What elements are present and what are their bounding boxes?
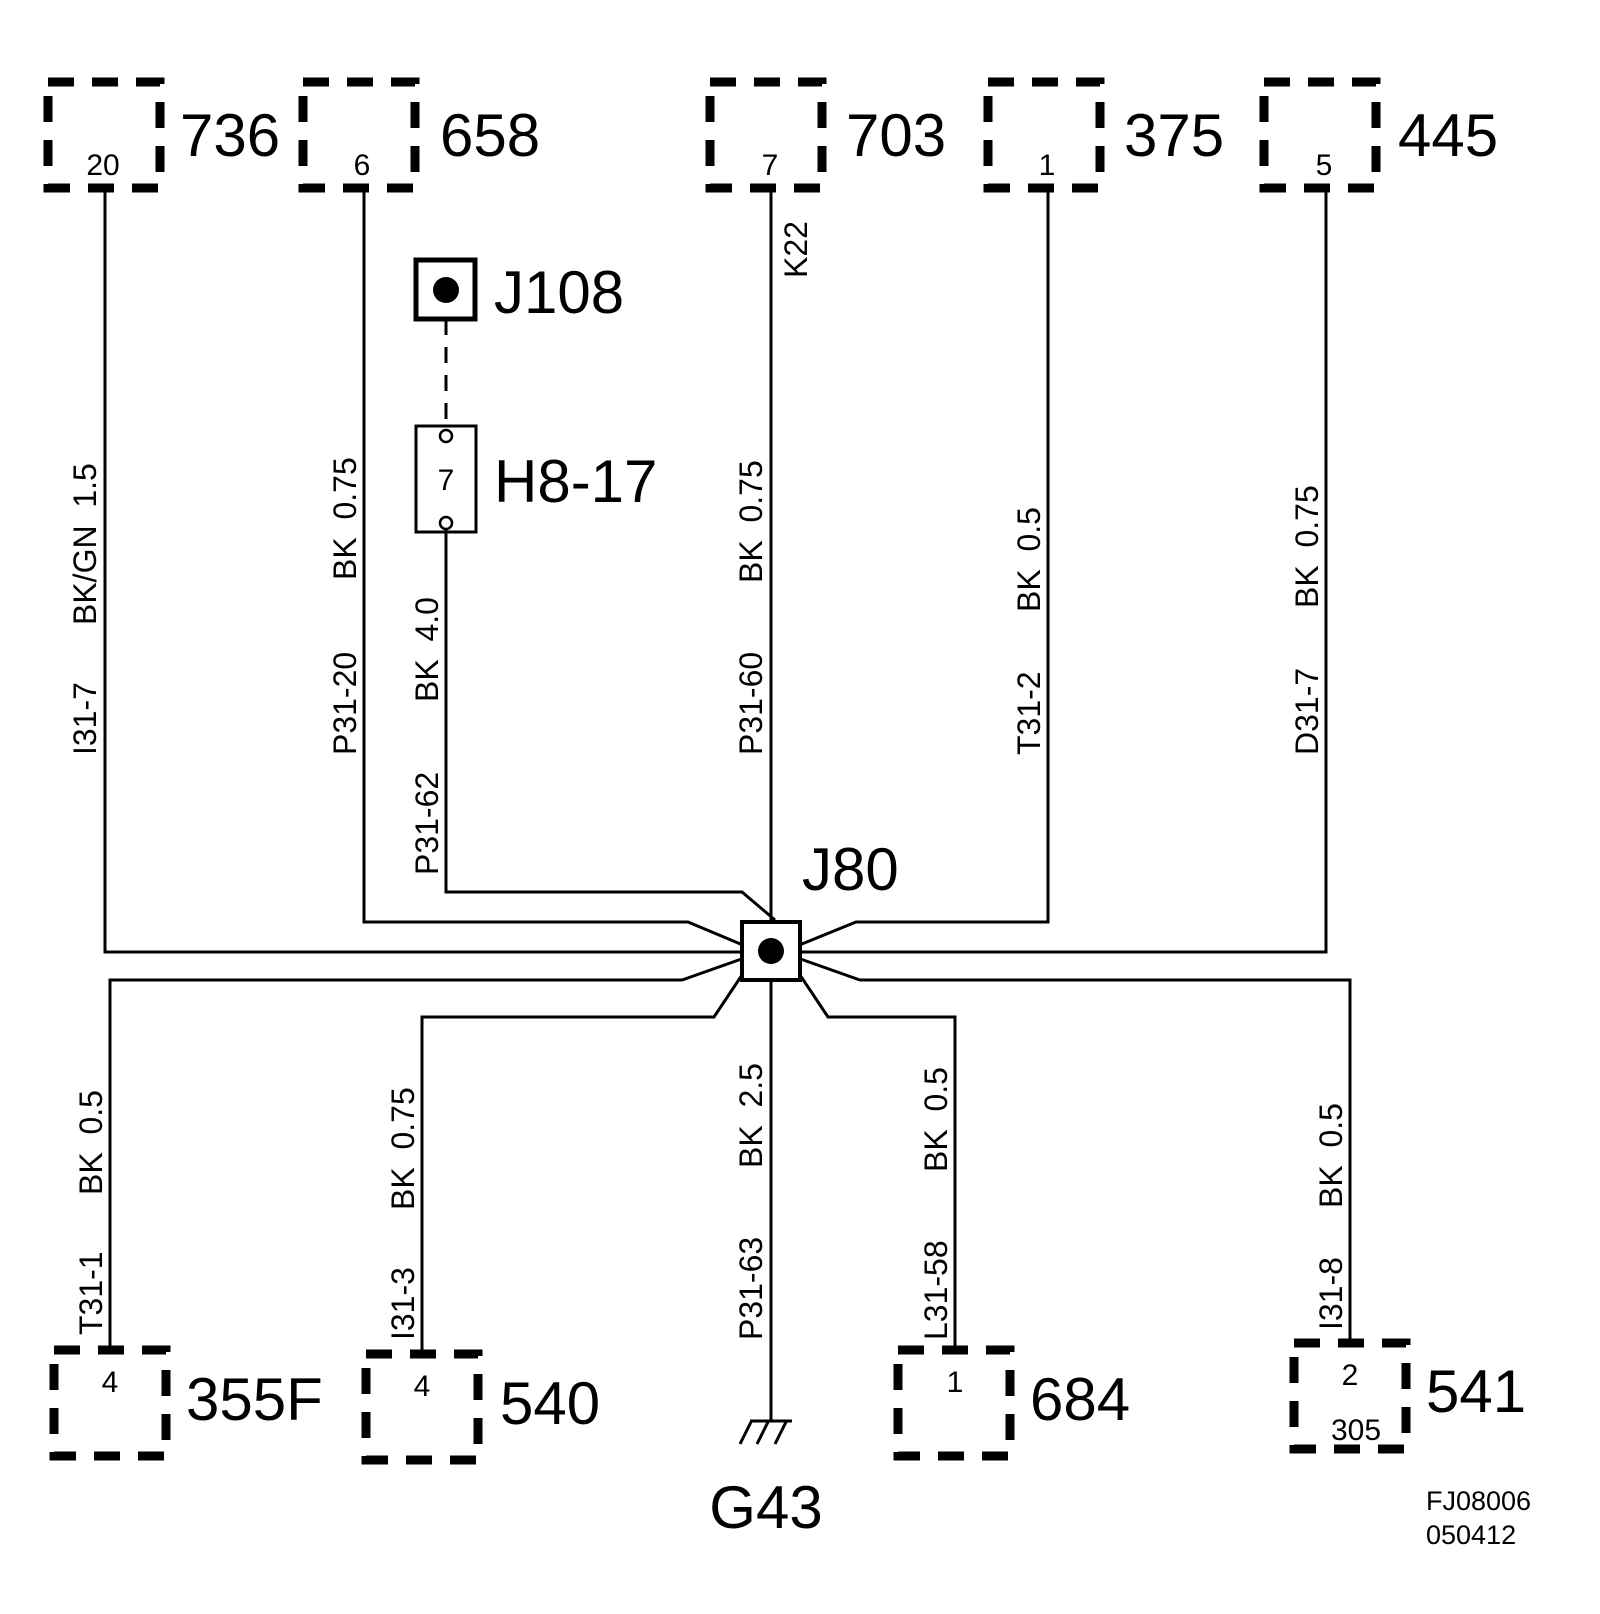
connector-355f-pin: 4	[102, 1366, 119, 1399]
wire-h8-circuit: P31-62	[409, 772, 445, 875]
wire-375	[791, 192, 1050, 950]
wire-736-circuit: I31-7	[67, 682, 103, 755]
wire-684-spec: BK 0.5	[918, 1067, 954, 1172]
connector-445-pin: 5	[1316, 149, 1333, 182]
connector-684-pin: 1	[947, 1366, 964, 1399]
connector-540-label: 540	[500, 1370, 600, 1437]
wire-541-spec: BK 0.5	[1313, 1103, 1349, 1208]
wire-445	[792, 192, 1328, 954]
wire-540	[420, 959, 754, 1354]
connector-375-pin: 1	[1039, 149, 1056, 182]
j80-label: J80	[802, 836, 899, 903]
wire-355f-circuit: T31-1	[73, 1251, 109, 1335]
ground-g43: G43	[709, 1419, 823, 1541]
wire-736-spec: BK/GN 1.5	[67, 463, 103, 625]
connector-355f-label: 355F	[186, 1366, 323, 1433]
h8-terminal-bottom-icon	[438, 515, 454, 531]
wire-703-k22: K22	[778, 221, 814, 278]
fuse-h8-17: 7 H8-17	[414, 424, 657, 534]
wire-445-spec: BK 0.75	[1289, 485, 1325, 608]
wire-684-circuit: L31-58	[918, 1240, 954, 1340]
connector-375: 1 375	[983, 77, 1224, 193]
wire-658-circuit: P31-20	[327, 652, 363, 755]
connector-541-pin: 2	[1342, 1359, 1359, 1392]
j108-label: J108	[494, 259, 624, 326]
connector-703: 7 703	[705, 77, 946, 193]
wire-703-spec: BK 0.75	[733, 460, 769, 583]
ground-hatch-3	[773, 1421, 788, 1445]
connector-658: 6 658	[298, 77, 540, 193]
connector-658-label: 658	[440, 102, 540, 169]
wire-h8	[444, 530, 776, 922]
connector-540: 4 540	[361, 1349, 600, 1465]
ground-label: G43	[709, 1474, 822, 1541]
ground-hatch-2	[755, 1421, 770, 1445]
connector-736-label: 736	[180, 102, 280, 169]
j80-dot-icon	[758, 938, 784, 964]
wire-540-circuit: I31-3	[385, 1267, 421, 1340]
figure-code-line2: 050412	[1426, 1520, 1516, 1550]
wire-658	[362, 192, 751, 950]
connector-540-pin: 4	[414, 1370, 431, 1403]
wire-375-spec: BK 0.5	[1011, 507, 1047, 612]
connector-703-label: 703	[846, 102, 946, 169]
wire-658-spec: BK 0.75	[327, 457, 363, 580]
connector-445: 5 445	[1259, 77, 1498, 193]
wire-355f-spec: BK 0.5	[73, 1090, 109, 1195]
h8-label: H8-17	[494, 448, 657, 515]
connector-541-label: 541	[1426, 1358, 1526, 1425]
connector-541: 2 305 541	[1289, 1338, 1526, 1454]
splice-j80: J80	[740, 836, 899, 982]
wire-703-circuit: P31-60	[733, 652, 769, 755]
connector-658-pin: 6	[354, 149, 371, 182]
figure-code-line1: FJ08006	[1426, 1486, 1531, 1516]
connector-j108: J108	[413, 257, 624, 326]
wire-541-circuit: I31-8	[1313, 1257, 1349, 1330]
connector-445-label: 445	[1398, 102, 1498, 169]
wire-541	[791, 954, 1352, 1343]
wire-445-circuit: D31-7	[1289, 668, 1325, 755]
connector-684: 1 684	[893, 1345, 1130, 1461]
connector-703-pin: 7	[762, 149, 779, 182]
connector-541-subpin: 305	[1331, 1414, 1381, 1447]
h8-terminal-top-icon	[438, 428, 454, 444]
wire-g43-circuit: P31-63	[733, 1237, 769, 1340]
connector-736-pin: 20	[86, 149, 119, 182]
wire-355f	[108, 954, 751, 1350]
wire-684	[788, 959, 957, 1350]
j108-dot-icon	[433, 277, 459, 303]
connector-684-label: 684	[1030, 1366, 1130, 1433]
wire-540-spec: BK 0.75	[385, 1087, 421, 1210]
h8-pin: 7	[438, 464, 455, 497]
wire-375-circuit: T31-2	[1011, 671, 1047, 755]
wire-h8-spec: BK 4.0	[409, 597, 445, 702]
connector-736: 20 736	[43, 77, 280, 193]
wire-736	[103, 192, 750, 954]
wire-g43-spec: BK 2.5	[733, 1063, 769, 1168]
ground-hatch-1	[738, 1421, 753, 1445]
connector-375-label: 375	[1124, 102, 1224, 169]
connector-355f: 4 355F	[49, 1345, 323, 1461]
